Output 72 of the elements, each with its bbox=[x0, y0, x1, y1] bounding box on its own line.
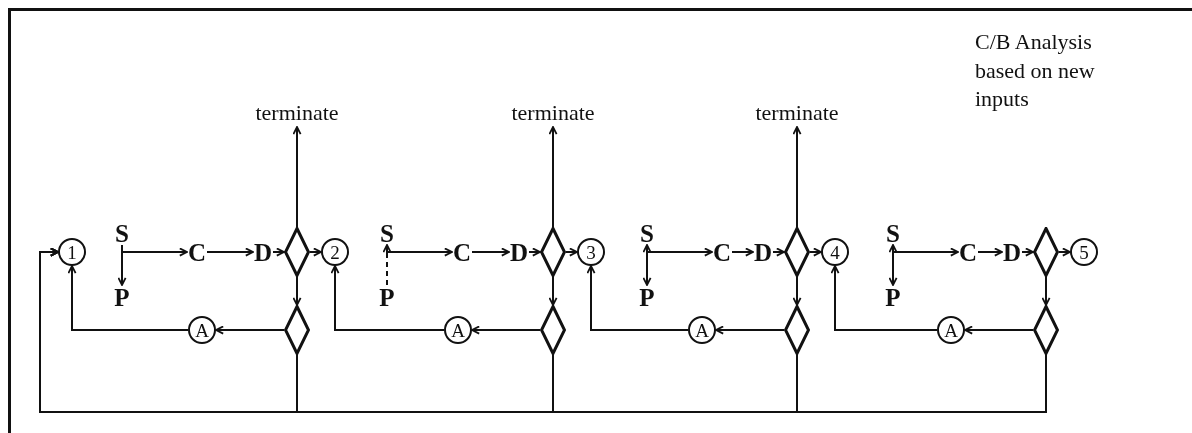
letter-label: C bbox=[187, 240, 207, 264]
arrow bbox=[67, 265, 189, 331]
arrow bbox=[792, 126, 802, 228]
arrow bbox=[215, 325, 285, 335]
letter-label: D bbox=[753, 240, 773, 264]
letter-label: D bbox=[253, 240, 273, 264]
arrow bbox=[892, 244, 959, 257]
numbered-circle: A bbox=[444, 316, 472, 344]
letter-label: D bbox=[1002, 240, 1022, 264]
decision-diamond bbox=[540, 305, 566, 355]
numbered-circle: A bbox=[937, 316, 965, 344]
arrow bbox=[715, 325, 785, 335]
letter-label: S bbox=[377, 221, 397, 245]
arrow bbox=[792, 276, 802, 306]
decision-diamond bbox=[784, 227, 810, 277]
arrow bbox=[809, 247, 822, 257]
arrow bbox=[39, 247, 1047, 413]
arrow bbox=[272, 247, 285, 257]
arrow bbox=[330, 265, 445, 331]
node-label: terminate bbox=[737, 99, 857, 127]
decision-diamond bbox=[284, 227, 310, 277]
arrow bbox=[977, 247, 1003, 257]
arrow bbox=[565, 247, 578, 257]
arrow bbox=[642, 244, 652, 286]
numbered-circle: 2 bbox=[321, 238, 349, 266]
letter-label: S bbox=[883, 221, 903, 245]
arrow bbox=[646, 244, 713, 257]
annotation-text: C/B Analysis based on new inputs bbox=[975, 28, 1096, 114]
node-label: terminate bbox=[237, 99, 357, 127]
arrow bbox=[1021, 247, 1034, 257]
numbered-circle: 3 bbox=[577, 238, 605, 266]
numbered-circle: A bbox=[188, 316, 216, 344]
letter-label: D bbox=[509, 240, 529, 264]
node-label: terminate bbox=[493, 99, 613, 127]
decision-diamond bbox=[540, 227, 566, 277]
arrow bbox=[586, 265, 689, 331]
numbered-circle: 5 bbox=[1070, 238, 1098, 266]
numbered-circle: 1 bbox=[58, 238, 86, 266]
arrow bbox=[888, 244, 898, 286]
numbered-circle: 4 bbox=[821, 238, 849, 266]
arrow bbox=[528, 247, 541, 257]
arrow bbox=[206, 247, 254, 257]
numbered-circle: A bbox=[688, 316, 716, 344]
arrow bbox=[772, 247, 785, 257]
arrow bbox=[386, 244, 453, 257]
arrow bbox=[1041, 276, 1051, 306]
decision-diamond bbox=[1033, 305, 1059, 355]
arrow bbox=[830, 265, 938, 331]
decision-diamond bbox=[784, 305, 810, 355]
letter-label: P bbox=[637, 285, 657, 309]
arrow bbox=[382, 244, 392, 286]
arrow bbox=[548, 276, 558, 306]
arrow bbox=[309, 247, 322, 257]
arrow bbox=[1058, 247, 1071, 257]
letter-label: P bbox=[377, 285, 397, 309]
letter-label: P bbox=[883, 285, 903, 309]
decision-diamond bbox=[284, 305, 310, 355]
arrow bbox=[731, 247, 754, 257]
letter-label: S bbox=[637, 221, 657, 245]
decision-diamond bbox=[1033, 227, 1059, 277]
arrow bbox=[471, 325, 541, 335]
letter-label: C bbox=[958, 240, 978, 264]
arrow bbox=[292, 276, 302, 306]
letter-label: P bbox=[112, 285, 132, 309]
letter-label: S bbox=[112, 221, 132, 245]
letter-label: C bbox=[712, 240, 732, 264]
arrow bbox=[548, 126, 558, 228]
arrow bbox=[121, 244, 188, 257]
arrow bbox=[964, 325, 1034, 335]
arrow bbox=[471, 247, 510, 257]
arrow bbox=[292, 126, 302, 228]
letter-label: C bbox=[452, 240, 472, 264]
